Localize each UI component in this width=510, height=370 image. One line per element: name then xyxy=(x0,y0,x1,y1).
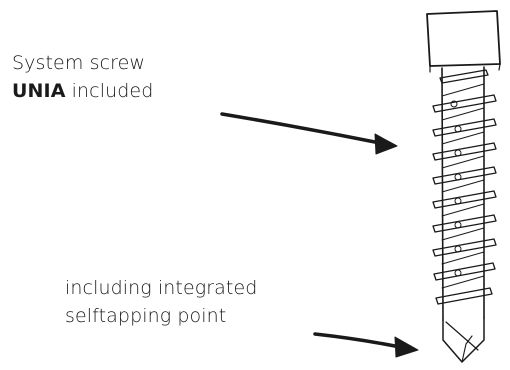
screw-label-line2: UNIA included xyxy=(12,77,153,105)
screw-label-suffix: included xyxy=(65,80,154,102)
screw-thread-flanks xyxy=(441,83,485,289)
arrow-head-bottom xyxy=(394,336,419,358)
tip-label-line2: selftapping point xyxy=(65,305,227,327)
screw-label: System screw UNIA included xyxy=(12,49,153,105)
arrow-icon xyxy=(313,332,402,349)
tip-label-line1: including integrated xyxy=(65,277,258,299)
tip-label: including integrated selftapping point xyxy=(65,274,257,330)
screw-shank-left xyxy=(441,67,444,321)
screw-thread xyxy=(432,69,497,305)
arrow-head-top xyxy=(374,133,398,155)
arrow-icon xyxy=(220,112,382,145)
screw-label-line1: System screw xyxy=(12,52,146,74)
screw-name: UNIA xyxy=(12,80,66,102)
thread-markers xyxy=(450,100,462,277)
self-tapping-point xyxy=(442,317,485,363)
screw-head xyxy=(426,10,501,67)
